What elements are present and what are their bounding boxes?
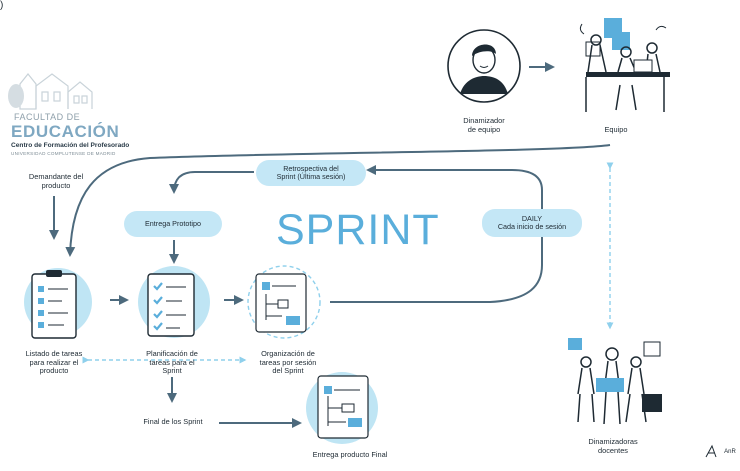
label-equipo: Equipo [604, 125, 628, 134]
arrow-sprint-loop [330, 165, 543, 303]
label-final-sprint: Final de los Sprint [143, 417, 203, 426]
label-organizacion: Organización de tareas por sesión del Sp… [259, 349, 317, 376]
task-list-clipboard-icon [24, 268, 92, 339]
logo-line-faculty: FACULTAD DE [14, 112, 81, 122]
logo-line-university: UNIVERSIDAD COMPLUTENSE DE MADRID [11, 151, 116, 156]
signature-label: AnR [724, 449, 736, 455]
team-working-illustration-icon [579, 18, 670, 112]
sprint-title: SPRINT [276, 206, 440, 254]
final-product-document-icon [306, 372, 378, 444]
label-dinamizador: Dinamizador de equipo [463, 116, 505, 134]
dinamizador-avatar-icon [447, 29, 521, 103]
label-demandante: Demandante del producto [28, 172, 84, 190]
teachers-group-illustration-icon [568, 338, 662, 425]
label-planificacion: Planificación de tareas para el Sprint [146, 349, 198, 376]
pill-daily: DAILY Cada inicio de sesión [482, 209, 582, 237]
planning-checklist-icon [138, 266, 210, 338]
label-entrega-final: Entrega producto Final [312, 450, 388, 459]
label-listado: Listado de tareas para realizar el produ… [25, 349, 83, 376]
arrow-retro-prototipo [169, 171, 254, 194]
pill-entrega-prototipo: Entrega Prototipo [124, 211, 222, 237]
label-dinamizadoras: Dinamizadoras docentes [588, 437, 638, 455]
session-organization-icon [247, 265, 321, 339]
logo-line-centre: Centro de Formación del Profesorado [11, 142, 130, 149]
author-signature-icon [705, 444, 717, 458]
arrow-equipo-listado [65, 144, 611, 257]
logo-line-education: EDUCACIÓN [11, 122, 120, 141]
faculty-logo-building-icon [8, 73, 93, 110]
pill-retrospectiva: Retrospectiva del Sprint (Última sesión) [256, 160, 366, 186]
corner-mark: ) [0, 0, 4, 11]
